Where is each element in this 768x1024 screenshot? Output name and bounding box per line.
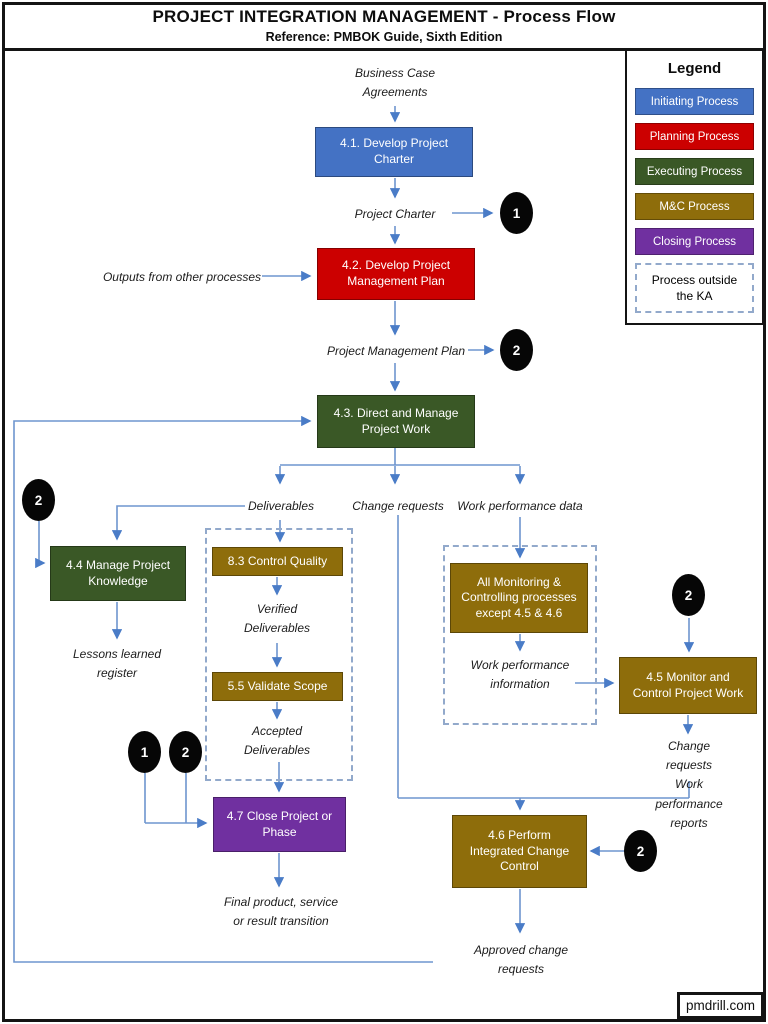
legend-process-outside-ka: Process outside the KA [635,263,754,313]
process-5-5-validate-scope: 5.5 Validate Scope [212,672,343,701]
connector-badge2-to-44 [35,521,46,569]
label-change-requests: Change requests [352,499,444,513]
badge-connector-2-to-46: 2 [624,830,657,872]
label-project-management-plan: Project Management Plan [326,344,466,358]
legend-mc-process: M&C Process [635,193,754,220]
process-8-3-label: 8.3 Control Quality [227,553,328,568]
legend-closing-process: Closing Process [635,228,754,255]
legend-title: Legend [667,60,722,77]
connector-cr-rail-to-46 [397,515,690,799]
process-4-5-label: 4.5 Monitor and Control Project Work [632,669,744,700]
connector-43-branch-rail [280,448,520,466]
label-final-product-transition: Final product, service or result transit… [223,895,339,929]
brand-box: pmdrill.com [677,992,764,1019]
process-4-2-label: 4.2. Develop Project Management Plan [341,258,451,288]
label-work-performance-information: Work performance information [470,658,570,692]
process-4-1-develop-project-charter: 4.1. Develop Project Charter [315,127,473,177]
label-verified-deliverables: Verified Deliverables [243,602,311,636]
connector-deliverables-to-44 [111,505,245,541]
process-4-7-label: 4.7 Close Project or Phase [226,808,333,839]
label-lessons-learned-register: Lessons learned register [72,647,162,681]
label-work-performance-data: Work performance data [457,499,583,513]
label-change-requests-work-reports: Change requests Work performance reports [655,739,723,830]
badge-connector-2-pm-plan: 2 [500,329,533,371]
page-title: PROJECT INTEGRATION MANAGEMENT - Process… [152,6,616,26]
process-4-2-develop-pm-plan: 4.2. Develop Project Management Plan [317,248,475,300]
process-4-1-label: 4.1. Develop Project Charter [339,136,449,166]
monitoring-outside-ka-group [443,545,597,725]
title-bar: PROJECT INTEGRATION MANAGEMENT - Process… [2,2,766,51]
brand-text: pmdrill.com [685,998,755,1013]
legend-initiating-process: Initiating Process [635,88,754,115]
legend-executing-process: Executing Process [635,158,754,185]
process-4-7-close-project-phase: 4.7 Close Project or Phase [213,797,346,852]
badge-connector-2-to-45: 2 [672,574,705,616]
legend-planning-process: Planning Process [635,123,754,150]
legend: Legend Initiating Process Planning Proce… [625,49,764,325]
label-accepted-deliverables: Accepted Deliverables [243,724,311,758]
label-deliverables: Deliverables [247,499,315,513]
badge-connector-2-to-47: 2 [169,731,202,773]
label-project-charter: Project Charter [354,207,436,221]
connector-badges-to-47-rail [144,773,187,823]
process-4-5-monitor-control-work: 4.5 Monitor and Control Project Work [619,657,757,714]
process-5-5-label: 5.5 Validate Scope [227,678,328,693]
process-8-3-control-quality: 8.3 Control Quality [212,547,343,576]
process-4-4-manage-knowledge: 4.4 Manage Project Knowledge [50,546,186,601]
label-business-case-agreements: Business Case Agreements [354,66,436,100]
label-approved-change-requests: Approved change requests [473,943,569,977]
process-4-4-label: 4.4 Manage Project Knowledge [65,557,171,588]
badge-connector-1-to-47: 1 [128,731,161,773]
badge-connector-1-project-charter: 1 [500,192,533,234]
process-4-6-label: 4.6 Perform Integrated Change Control [469,828,570,874]
badge-connector-2-to-44: 2 [22,479,55,521]
process-4-3-direct-manage-work: 4.3. Direct and Manage Project Work [317,395,475,448]
page-subtitle: Reference: PMBOK Guide, Sixth Edition [265,29,503,44]
quality-scope-outside-ka-group [205,528,353,781]
process-all-monitoring-controlling: All Monitoring & Controlling processes e… [450,563,588,633]
connector-approved-cr-feedback-to-43 [13,415,433,963]
process-4-6-integrated-change-control: 4.6 Perform Integrated Change Control [452,815,587,888]
label-outputs-other-processes: Outputs from other processes [102,270,262,284]
process-all-monitoring-label: All Monitoring & Controlling processes e… [461,574,577,620]
process-4-3-label: 4.3. Direct and Manage Project Work [333,405,459,436]
